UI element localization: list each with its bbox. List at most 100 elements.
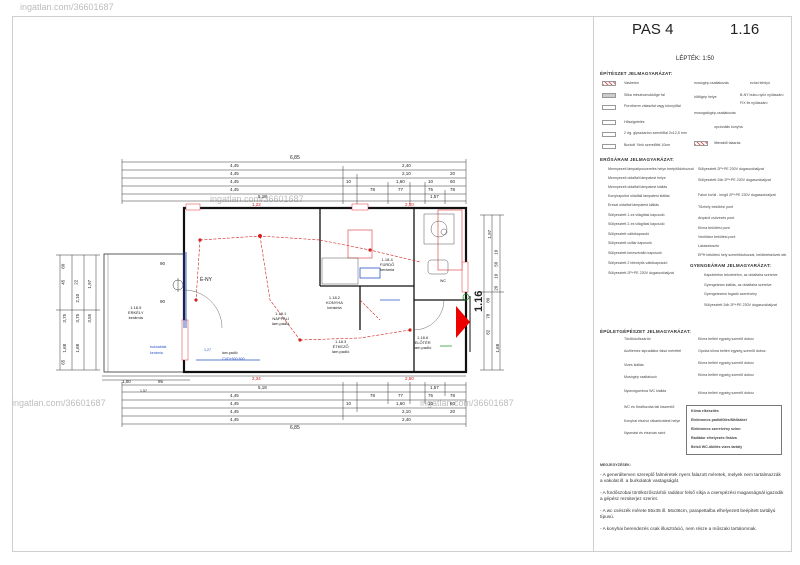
legend-item: Mosógép csatlakozó (624, 375, 657, 379)
watermark: ingatlan.com/36601687 (20, 2, 114, 12)
dim-label: 2,40 (402, 417, 411, 422)
legend-item: Süllyesztett keresztváltó kapcsoló (608, 251, 662, 255)
scale-label: LÉPTÉK: 1:50 (676, 56, 715, 62)
legend-item: WC és fürdőszoba fali kiszerelő (624, 405, 675, 409)
legend-item: Klíma beltéri egység szerelő doboz (698, 391, 754, 395)
legend-item: Acéllemez lapradiátor falsó mérettel (624, 349, 682, 353)
legend-item: EPH bekötési hely szerelődobozzal, beült… (698, 253, 788, 257)
legend-item: Süllyesztett 2P+PE 230V dugaszolóaljzat (608, 271, 674, 275)
dim-label: 10 (493, 273, 499, 279)
legend-item: hűtőgép helye (694, 95, 717, 99)
legend-item: Porotherm válaszfal vagy könnyűfal (624, 104, 681, 108)
dim-label: 5,18 (258, 194, 267, 199)
dim-label: 2,10 (75, 293, 81, 303)
dim-label: 60 (60, 263, 66, 269)
dim-label: 2,40 (402, 163, 411, 168)
dim-label: 90 (160, 299, 166, 304)
dim-label: 1,22 (252, 202, 261, 207)
dim-label: 82 (485, 329, 491, 335)
legend-item: Hőszigetelés (624, 120, 645, 124)
dim-label: 4,45 (230, 179, 239, 184)
fittings-box: Klíma elkészítés Elektromos padlófűtés/f… (686, 405, 782, 455)
dim-label: 4,45 (230, 401, 239, 406)
legend-title-erosaram: ERŐSÁRAM JELMAGYARÁZAT: (600, 157, 675, 162)
dim-label: 1,00 (122, 379, 131, 384)
dim-label: 1,97 (487, 229, 493, 239)
dim-label: 4,45 (230, 417, 239, 422)
sheet-frame (12, 16, 792, 552)
legend-item: Ereszt oldalfali lámpatest kiállás (608, 203, 659, 207)
legend-item: Nyomást és elszívás szint (624, 431, 666, 435)
plan-note: WC (440, 279, 446, 283)
watermark: ingatlan.com/36601687 (210, 194, 304, 204)
dim-label: 2,10 (402, 409, 411, 414)
legend-item: Süllyesztett 1-es világítási kapcsoló (608, 213, 665, 217)
fitting-item: Radiátor elhelyezés fixálva (691, 436, 737, 440)
dim-label: 1,57 (430, 194, 439, 199)
plan-note: kerámia (150, 351, 163, 355)
legend-item: Vasbeton (624, 81, 639, 85)
note-line: - A wc csészék mérete 55x35 ill. 56x36cm… (600, 508, 776, 519)
section-marker: 1.16 (473, 290, 485, 312)
legend-item: Falon kívüli - lengő 2P+PE 230V dugaszol… (698, 193, 776, 197)
dim-label: 1,97 (87, 279, 93, 289)
floor-plan (56, 159, 504, 427)
dim-label: 3,55 (87, 313, 93, 323)
dim-label: 78 (450, 393, 456, 398)
fitting-item: Belső WC-öblítés vízes tartály (691, 445, 743, 449)
legend-item: Süllyesztett csillár kapcsoló (608, 241, 652, 245)
legend-item: ezüst lefolyó (750, 81, 770, 85)
dim-label: 1,68 (495, 343, 501, 353)
dim-label: 1,68 (75, 343, 81, 353)
dim-label: 3,75 (75, 313, 81, 323)
legend-item: Mennyezeti oldalfali lámpatest helye (608, 176, 666, 180)
legend-swatch (602, 81, 616, 86)
legend-item: Süllyesztett 2 bilentyűs váltókapcsoló (608, 261, 668, 265)
dim-total-top: 6,85 (290, 155, 300, 161)
dim-label: 95 (158, 379, 164, 384)
legend-swatch (602, 144, 616, 149)
legend-swatch (602, 132, 616, 137)
legend-item: Klíma beltéri egység szerelő doboz (698, 373, 754, 377)
legend-item: Lakáselosztó (698, 244, 719, 248)
dim-label: 50 (493, 261, 499, 267)
dim-label: 20 (493, 285, 499, 291)
legend-item: Ventilátor bekötési pont (698, 235, 736, 239)
legend-item: Gyengeáramú fogadó szerelvény (704, 292, 757, 296)
dim-label: 10 (346, 401, 352, 406)
legend-item: Silka mészhomokkőge fal (624, 93, 665, 97)
legend-item: Burkolt ?önk szerelőfal 10cm (624, 143, 671, 147)
dim-label: 45 (60, 279, 66, 285)
dim-label: 20 (450, 409, 456, 414)
dim-label: 78 (370, 393, 376, 398)
legend-item: Konyhapultot oldalfali lámpatest kiállás (608, 194, 670, 198)
legend-item: Mennyezeti lámpatípuszerelés helye beépí… (608, 167, 694, 171)
dim-label: 10 (346, 179, 352, 184)
legend-item: Klíma beltéri egység szerelő doboz (698, 337, 754, 341)
sheet-number: 1.16 (730, 21, 760, 38)
dim-label: 4,45 (230, 409, 239, 414)
legend-item: Gyengeáram kiállás, az oldalfalra szerel… (704, 283, 772, 287)
legend-swatch (602, 120, 616, 125)
legend-item: Süllyesztett 2P+PE 230V dugaszolóaljzat (698, 167, 764, 171)
legend-item: Nyomógombos WC kiállás (624, 389, 667, 393)
plan-note: lam.padló (222, 351, 238, 355)
legend-item: Törölközőszárító (624, 337, 651, 341)
plan-note: 1,27 (204, 348, 211, 352)
dim-label: 77 (398, 187, 404, 192)
dim-label: 65 (60, 359, 66, 365)
dim-label: 2,34 (252, 376, 261, 381)
legend-swatch (602, 105, 616, 110)
legend-item: opcionális konyha (714, 125, 743, 129)
legend-item: B-NY buko-nyíló nyílászáró (740, 93, 784, 97)
legend-panel: PAS 4 1.16 LÉPTÉK: 1:50 ÉPÍTÉSZET JELMAG… (593, 16, 792, 552)
dim-label: 4,45 (230, 393, 239, 398)
sheet-title: PAS 4 (632, 21, 674, 38)
plan-note: CVD+500,600 (222, 357, 245, 361)
